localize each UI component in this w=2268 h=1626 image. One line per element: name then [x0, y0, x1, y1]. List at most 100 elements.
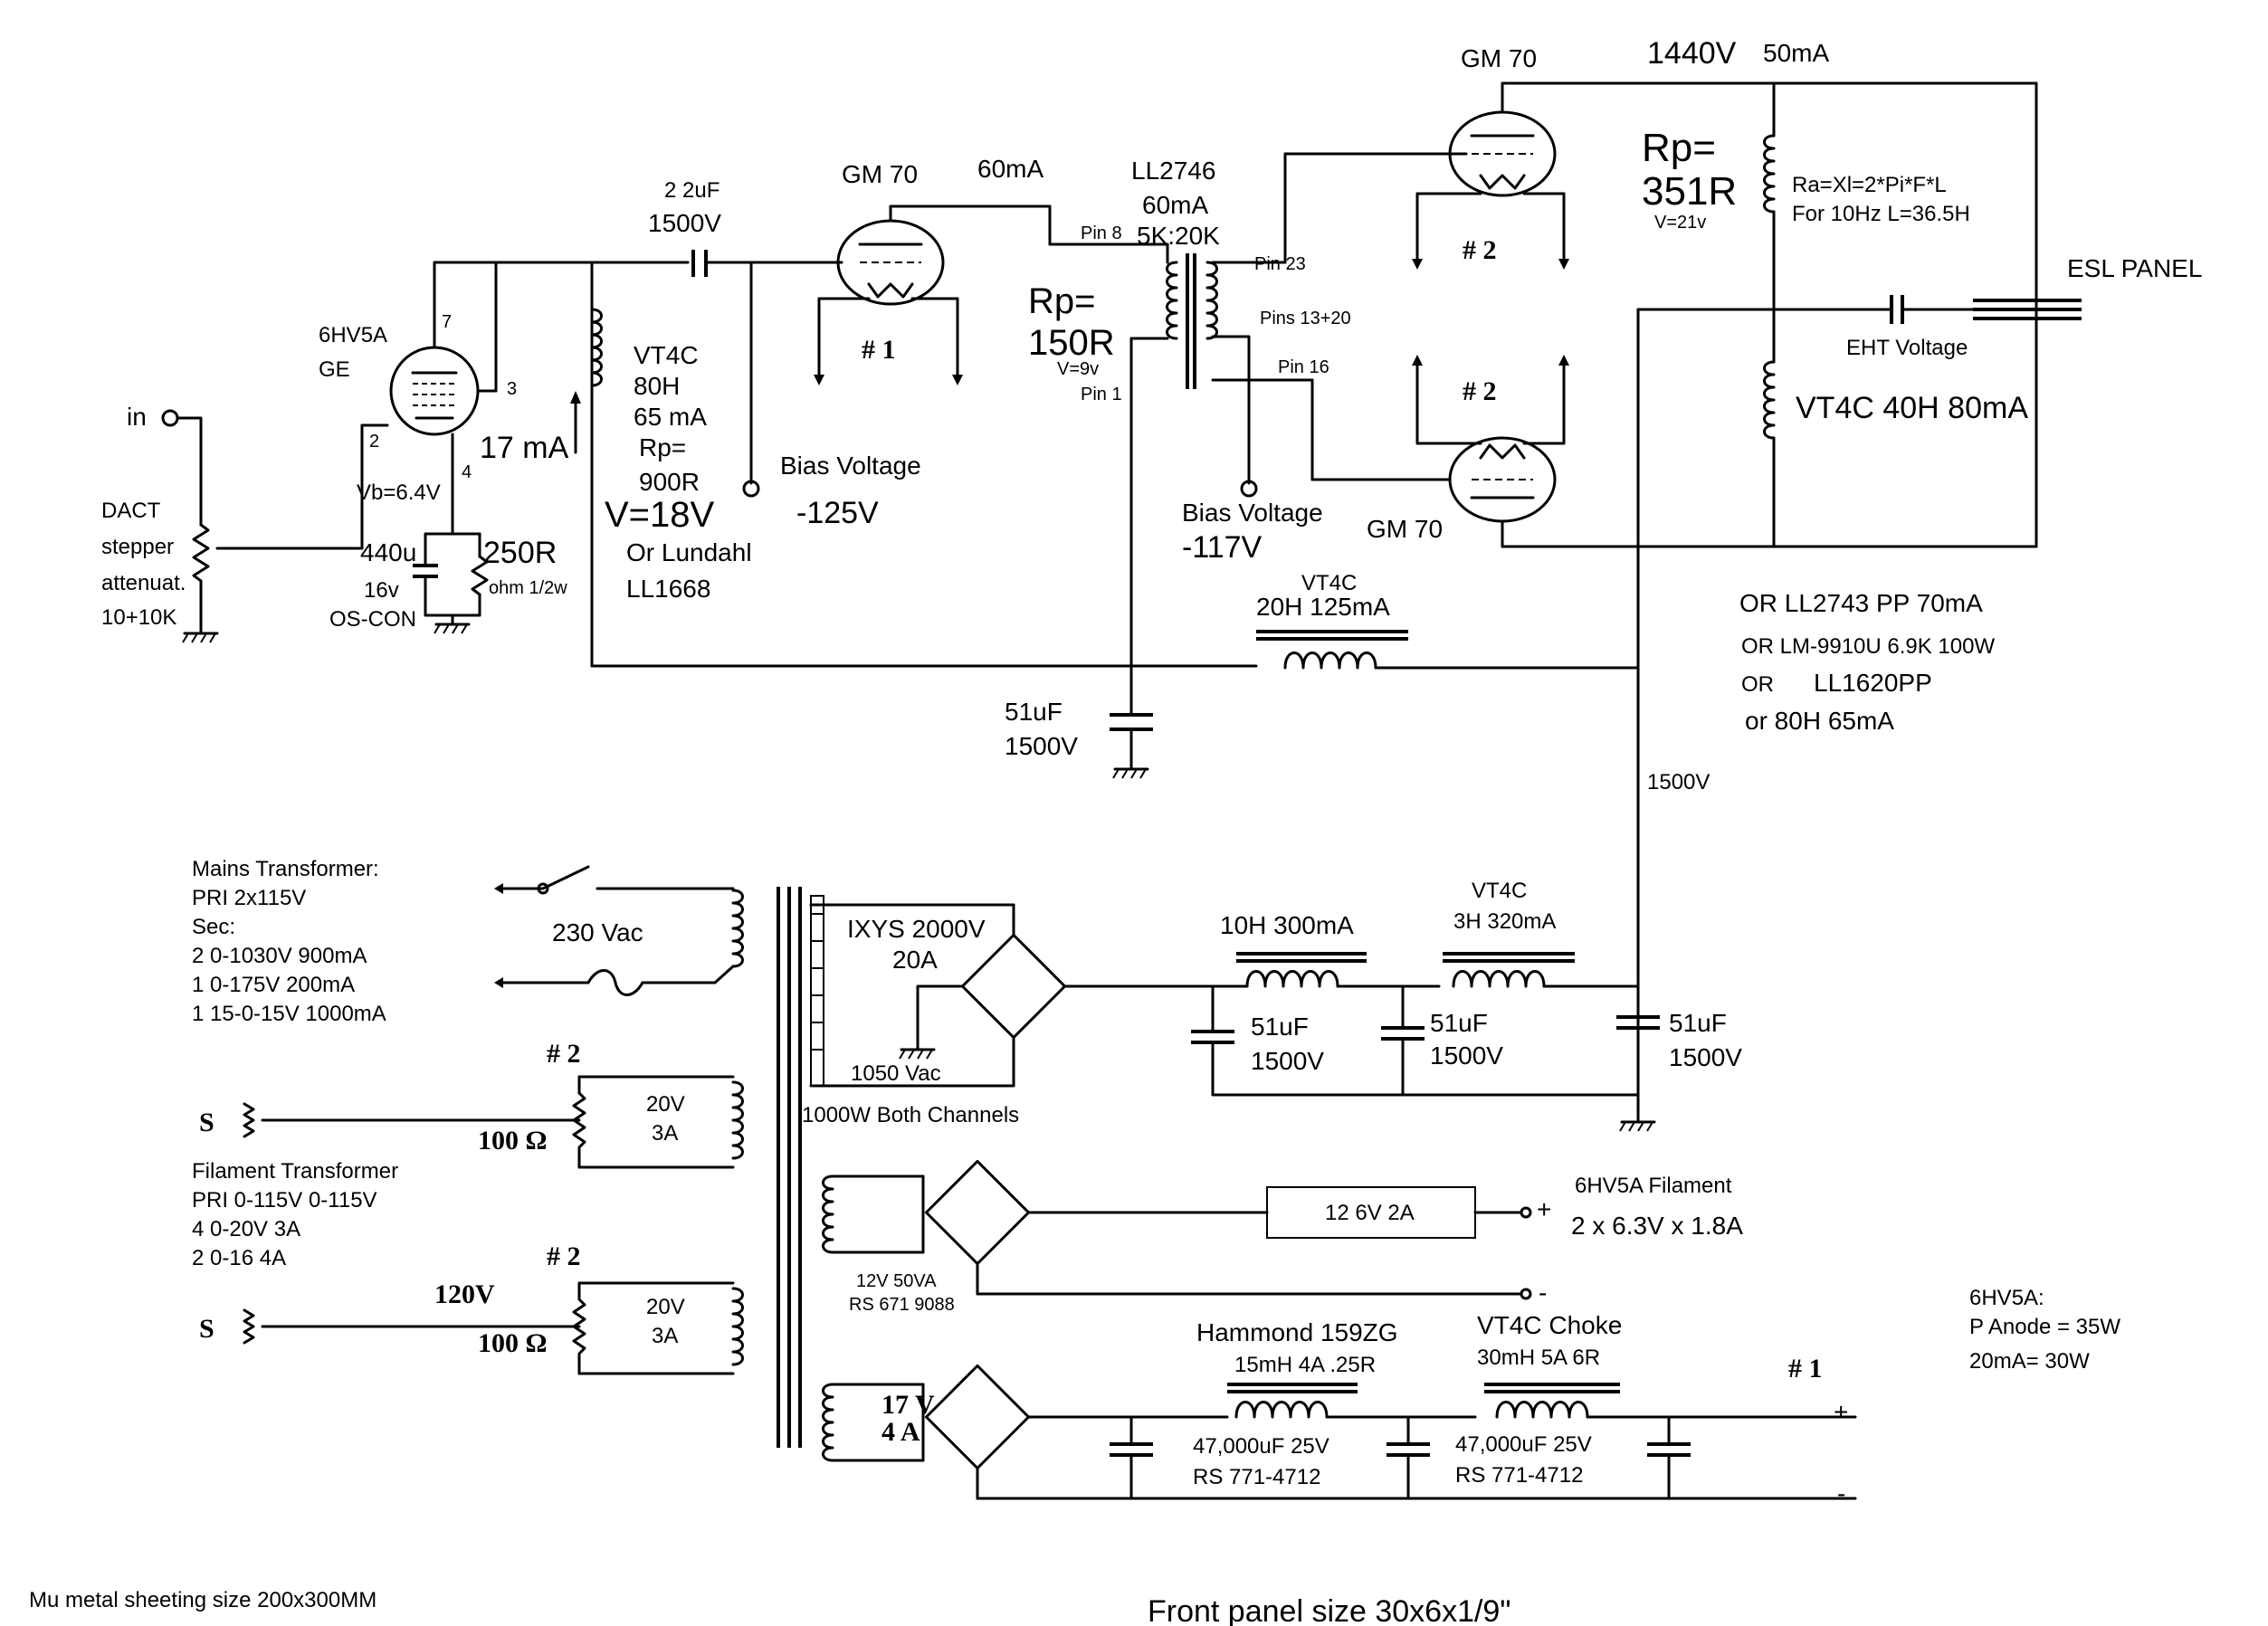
anode-note-1: 6HV5A: — [1969, 1286, 2044, 1310]
bridge-rectifier-main — [898, 903, 1215, 1088]
filament-mark-1: # 2 — [547, 1039, 581, 1069]
attenuator-label-1: DACT — [101, 499, 161, 523]
filter-choke-2-rating: 3H 320mA — [1453, 909, 1556, 934]
output-alt-2: OR LM-9910U 6.9K 100W — [1741, 634, 1995, 659]
filament-res-1: 100 Ω — [478, 1126, 548, 1155]
filter-cap-3-value: 51uF — [1669, 1009, 1727, 1037]
filament-circuit-2 — [243, 1281, 744, 1375]
bias2-value: -117V — [1182, 530, 1263, 565]
tube-gm70-driver — [814, 204, 1052, 385]
mains-voltage: 230 Vac — [552, 918, 643, 946]
filament-label-2: PRI 0-115V 0-115V — [192, 1188, 377, 1212]
heater-tx-part: RS 671 9088 — [849, 1295, 955, 1315]
choke-current: 65 mA — [634, 403, 707, 431]
cathode-res-rating: ohm 1/2w — [489, 578, 567, 598]
gm70-cap-1-value: 47,000uF 25V — [1193, 1434, 1329, 1459]
input-plate-wiring — [433, 261, 907, 668]
input-label: in — [127, 403, 147, 431]
supply-choke-name: VT4C — [1301, 571, 1357, 595]
eht-label: EHT Voltage — [1846, 336, 1968, 360]
pins-13-20-label: Pins 13+20 — [1260, 309, 1351, 328]
filament-mark-2: # 2 — [547, 1241, 581, 1271]
mains-label-2: PRI 2x115V — [192, 886, 306, 910]
filament-sec-1-a: 3A — [652, 1121, 678, 1146]
anode-note-2: P Anode = 35W — [1969, 1315, 2120, 1339]
filter-cap-1-value: 51uF — [1251, 1013, 1309, 1041]
heater-tx-label: 12V 50VA — [856, 1271, 937, 1291]
heater-label: 6HV5A Filament — [1575, 1174, 1732, 1198]
interstage-voltage: V=9v — [1057, 359, 1099, 379]
attenuator-resistor — [181, 423, 389, 644]
formula-line-1: Ra=Xl=2*Pi*F*L — [1792, 173, 1947, 197]
mains-label-3: Sec: — [192, 915, 235, 939]
heater-plus: + — [1537, 1195, 1551, 1223]
filter-cap-3-voltage: 1500V — [1669, 1043, 1742, 1071]
interstage-current: 60mA — [1142, 191, 1208, 219]
tube-6hv5a-mfr: GE — [319, 357, 350, 382]
output-voltage: V=21v — [1654, 213, 1706, 233]
gm70-supply-mark: # 1 — [1788, 1354, 1823, 1384]
attenuator-label-3: attenuat. — [101, 571, 186, 595]
gm70-cap-2-part: RS 771-4712 — [1455, 1463, 1583, 1488]
filament-sec-1-v: 20V — [646, 1092, 685, 1117]
heater-minus: - — [1539, 1279, 1547, 1307]
mu-metal-note: Mu metal sheeting size 200x300MM — [29, 1588, 376, 1612]
pin-16-label: Pin 16 — [1278, 357, 1329, 377]
supply-choke-20h — [903, 630, 1640, 670]
pin-3: 3 — [507, 379, 517, 399]
supply-capacitor-51uf — [1110, 664, 1153, 780]
bias1-label: Bias Voltage — [780, 452, 921, 480]
rail-voltage: 1500V — [1647, 770, 1710, 794]
output-top-tube-label: GM 70 — [1461, 44, 1537, 72]
filament-label-3: 4 0-20V 3A — [192, 1217, 300, 1241]
regulator-label: 12 6V 2A — [1325, 1201, 1415, 1225]
filament-sec-2-v: 20V — [646, 1295, 685, 1319]
choke-vt4c-label: VT4C — [634, 341, 699, 369]
gm70-choke-2-name: VT4C Choke — [1477, 1311, 1622, 1339]
interstage-ratio: 5K:20K — [1137, 222, 1220, 250]
output-alt-4: LL1620PP — [1814, 669, 1932, 697]
cathode-cap-value: 440u — [360, 538, 416, 566]
pin-4: 4 — [462, 462, 472, 482]
gm70-cap-1-part: RS 771-4712 — [1193, 1465, 1320, 1489]
tube-gm70-top — [1412, 81, 2038, 270]
formula-line-2: For 10Hz L=36.5H — [1792, 202, 1970, 226]
choke-voltage: V=18V — [605, 495, 715, 535]
power-label: 1000W Both Channels — [802, 1103, 1019, 1127]
top-voltage: 1440V — [1647, 36, 1737, 71]
output-top-cathode-mark: # 2 — [1463, 235, 1497, 265]
mains-label-6: 1 15-0-15V 1000mA — [192, 1002, 386, 1026]
filter-choke-1: 10H 300mA — [1220, 911, 1354, 939]
coupling-capacitor — [691, 250, 843, 498]
heater-rating: 2 x 6.3V x 1.8A — [1571, 1212, 1743, 1240]
bias2-label: Bias Voltage — [1182, 499, 1323, 527]
supply-cap-value: 51uF — [1005, 698, 1063, 726]
plate-current: 17 mA — [480, 431, 569, 465]
interstage-name: LL2746 — [1131, 157, 1215, 185]
filter-cap-2-value: 51uF — [1430, 1009, 1488, 1037]
choke-alt-2: LL1668 — [626, 575, 710, 603]
gm70-tx-a: 4 A — [881, 1417, 920, 1447]
mains-label-1: Mains Transformer: — [192, 857, 379, 881]
driver-current: 60mA — [977, 155, 1043, 183]
gm70-cap-2-value: 47,000uF 25V — [1455, 1432, 1592, 1457]
supply-choke-rating: 20H 125mA — [1256, 593, 1390, 621]
psu-filter — [1189, 952, 1662, 1133]
anode-note-3: 20mA= 30W — [1969, 1349, 2090, 1374]
choke-inductance: 80H — [634, 372, 680, 400]
esl-panel-label: ESL PANEL — [2067, 254, 2202, 282]
transformer-ll2746 — [1048, 152, 1468, 668]
interstage-rp-label: Rp= — [1028, 281, 1096, 321]
cathode-network — [413, 532, 489, 635]
attenuator-label-2: stepper — [101, 535, 174, 559]
output-alt-5: or 80H 65mA — [1745, 707, 1894, 735]
filter-cap-1-voltage: 1500V — [1251, 1047, 1324, 1075]
tube-gm70-bottom — [1412, 355, 2038, 548]
pin-7: 7 — [442, 312, 452, 332]
filament-label-4: 2 0-16 4A — [192, 1246, 286, 1270]
gm70-choke-1-rating: 15mH 4A .25R — [1234, 1353, 1376, 1377]
output-alt-3: OR — [1741, 672, 1774, 697]
secondary-voltage: 1050 Vac — [851, 1061, 941, 1086]
filament-res-3: 100 Ω — [478, 1328, 548, 1358]
